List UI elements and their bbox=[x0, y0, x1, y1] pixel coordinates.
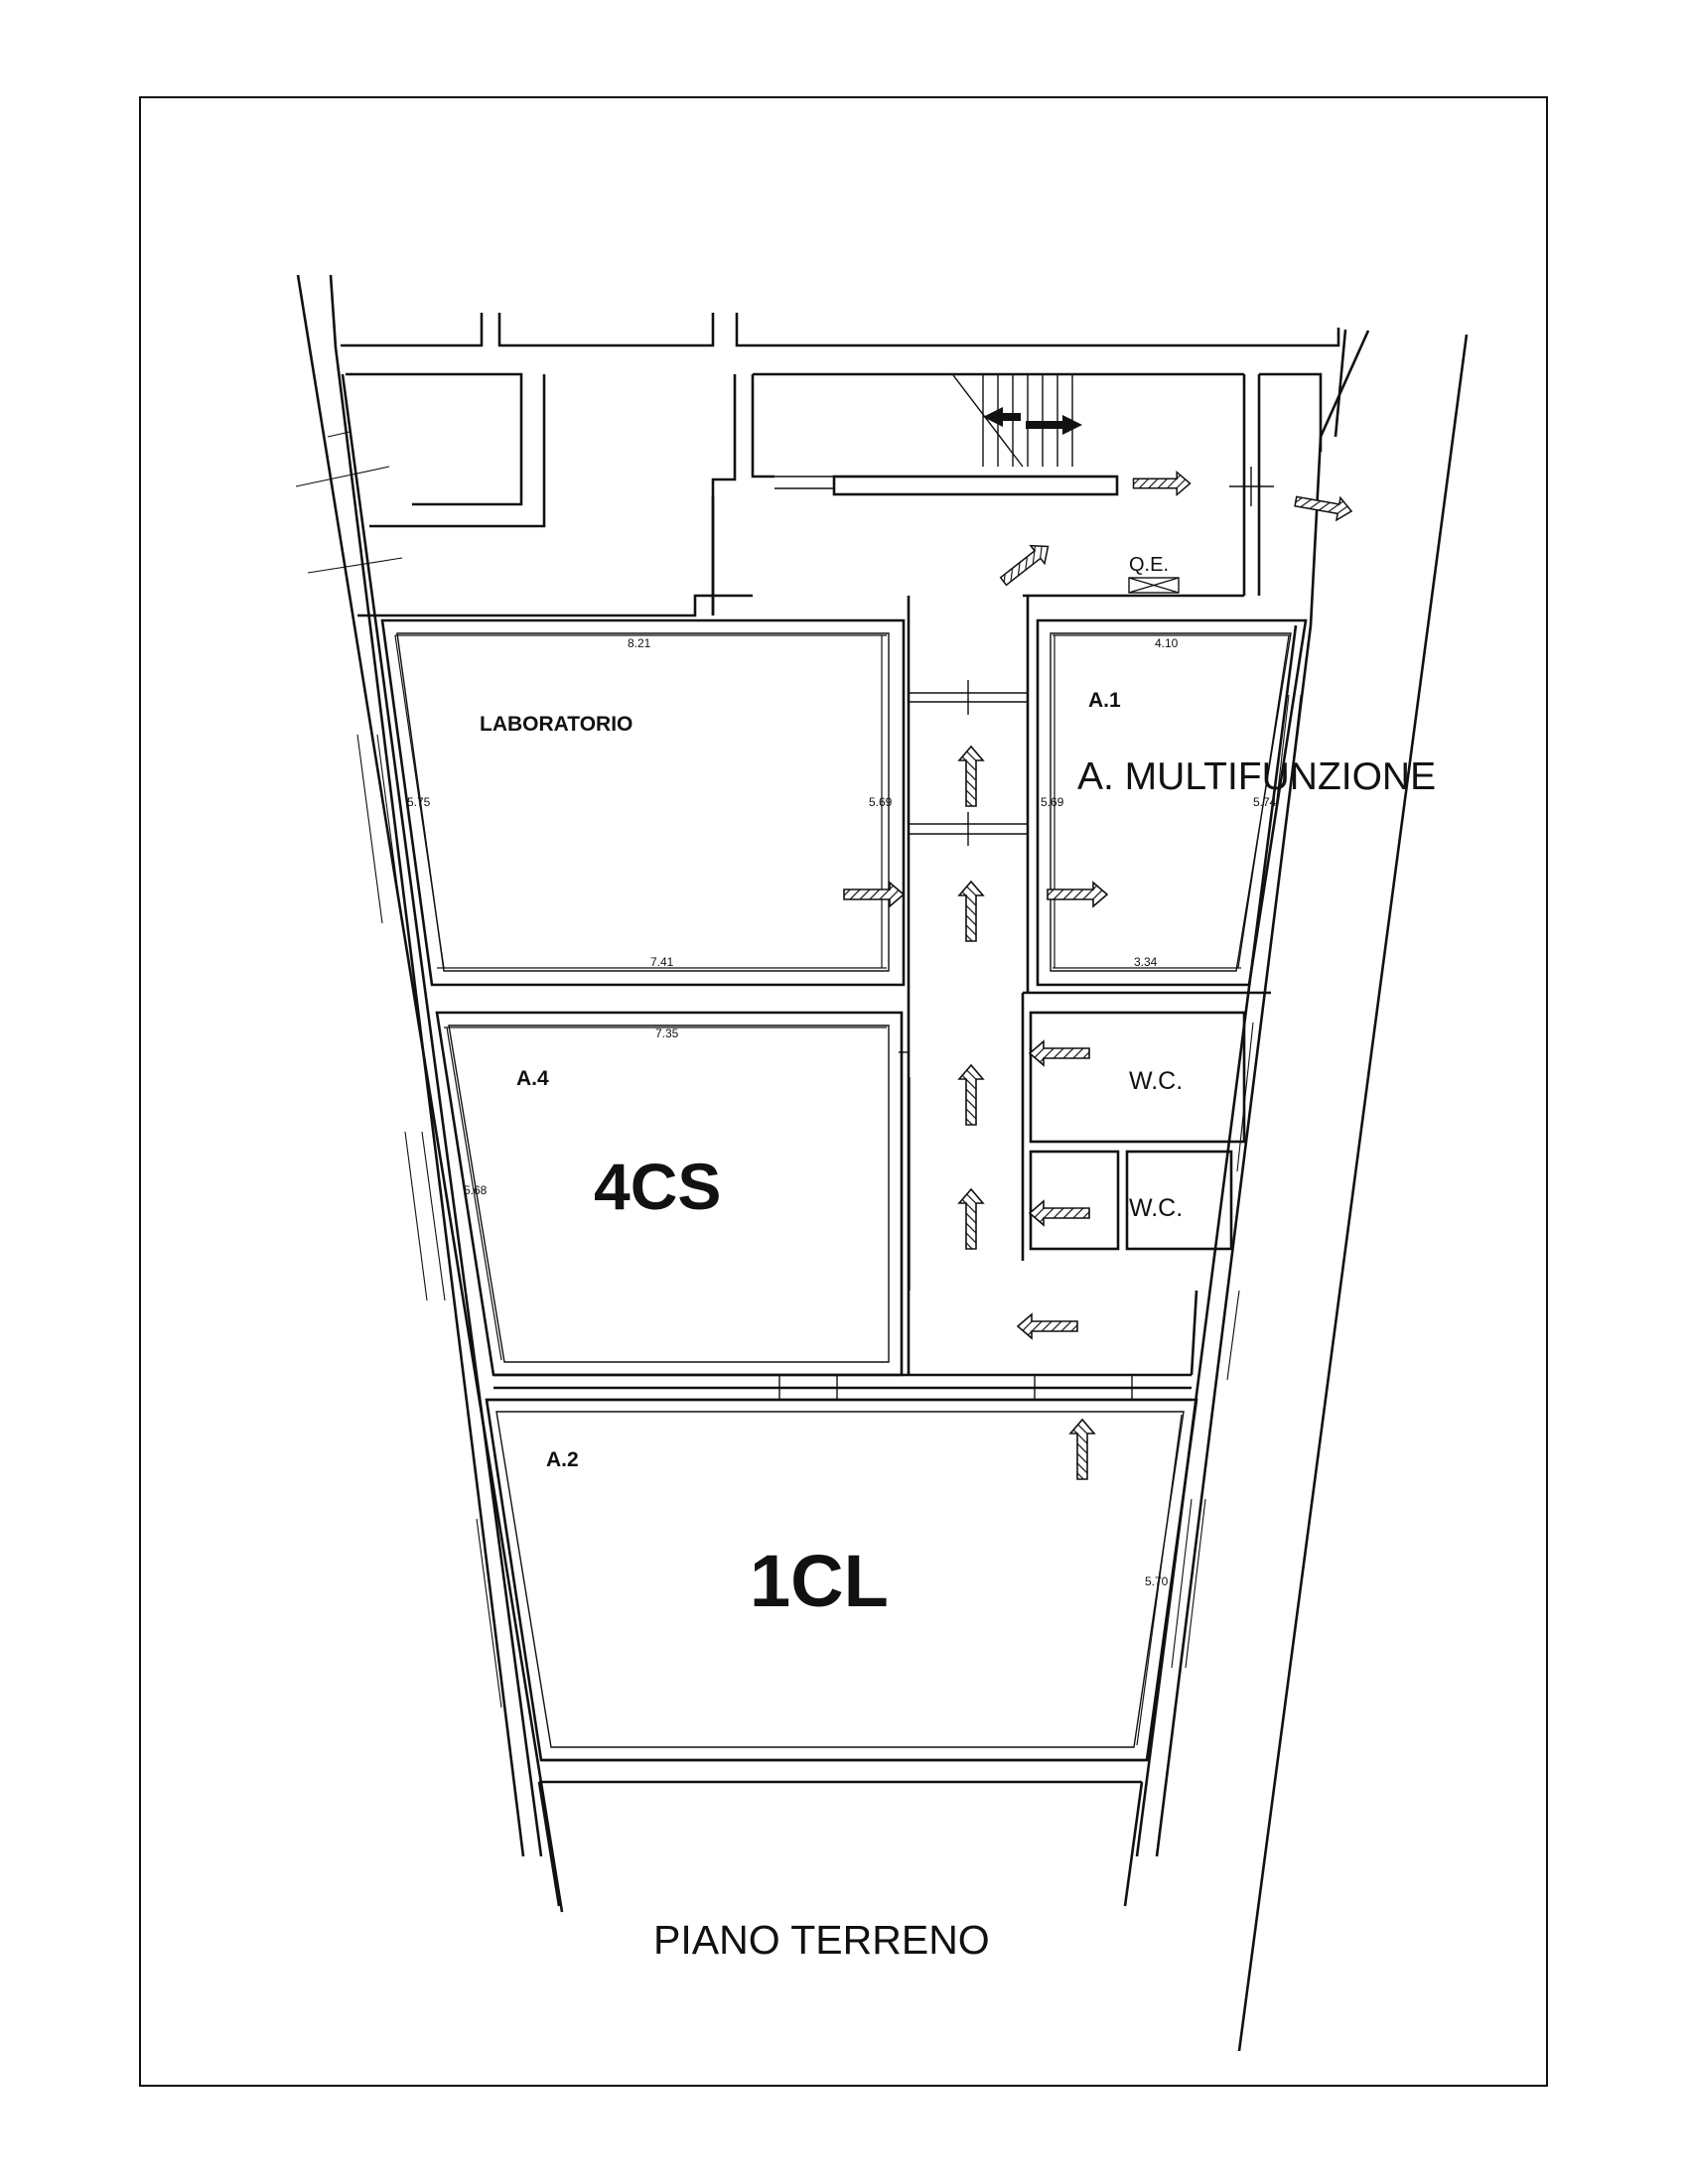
room-a1-code: A.1 bbox=[1088, 689, 1121, 712]
hatched-arrow-icon bbox=[1069, 1419, 1095, 1480]
hatched-arrow-icon bbox=[1029, 1200, 1090, 1226]
hatched-arrow-icon bbox=[843, 882, 905, 907]
sheet-border bbox=[139, 96, 1548, 2087]
room-a1-inner bbox=[1050, 632, 1292, 972]
room-wc-2a bbox=[1029, 1150, 1120, 1251]
electrical-panel-label: Q.E. bbox=[1129, 554, 1169, 576]
room-wc-1-label: W.C. bbox=[1129, 1067, 1183, 1095]
room-wc-1 bbox=[1029, 1011, 1246, 1144]
corridor-walls bbox=[899, 596, 1030, 1375]
room-wc-2-label: W.C. bbox=[1129, 1194, 1183, 1222]
dimension-values: 8.21 7.41 5.75 5.69 4.10 3.34 5.69 5.74 … bbox=[407, 636, 1277, 1588]
dim-a2-right: 5.70 bbox=[1145, 1574, 1169, 1588]
top-rooms bbox=[341, 313, 1340, 617]
wc-block bbox=[1021, 991, 1271, 1261]
boundary-line-right bbox=[1237, 334, 1469, 2052]
hatched-arrow-icon bbox=[1293, 489, 1354, 523]
boundary-line-left bbox=[296, 274, 564, 1913]
dimension-lines bbox=[394, 634, 1291, 1746]
bottom-courtyard bbox=[537, 1758, 1147, 1907]
room-a1-walls bbox=[1036, 618, 1308, 987]
left-facade-windows bbox=[295, 431, 522, 1708]
dim-lab-top: 8.21 bbox=[628, 636, 651, 650]
room-wc-2b bbox=[1125, 1150, 1233, 1251]
hatched-arrow-icon bbox=[958, 1064, 984, 1126]
room-laboratorio-label: LABORATORIO bbox=[480, 713, 633, 736]
dim-a1-right: 5.74 bbox=[1253, 795, 1277, 809]
room-a2-code: A.2 bbox=[546, 1448, 579, 1471]
hatched-arrow-icon bbox=[1029, 1040, 1090, 1066]
dim-lab-bottom: 7.41 bbox=[650, 955, 674, 969]
hatched-arrow-icon bbox=[958, 746, 984, 807]
dim-a4-left: 5.68 bbox=[464, 1183, 488, 1197]
hatched-arrow-icon bbox=[958, 881, 984, 942]
escape-arrows bbox=[843, 471, 1354, 1480]
drawing-title: PIANO TERRENO bbox=[653, 1917, 990, 1963]
hatched-arrow-icon bbox=[958, 1188, 984, 1250]
dim-a1-bottom: 3.34 bbox=[1134, 955, 1158, 969]
electrical-panel-icon bbox=[1128, 577, 1180, 594]
dim-lab-right: 5.69 bbox=[869, 795, 893, 809]
hatched-arrow-icon bbox=[1017, 1313, 1078, 1339]
hatched-arrow-icon bbox=[995, 536, 1056, 592]
room-a4-inner bbox=[448, 1024, 890, 1363]
hatched-arrow-icon bbox=[1047, 882, 1108, 907]
room-a4-class-label: 4CS bbox=[594, 1150, 721, 1223]
hatched-arrow-icon bbox=[1132, 471, 1192, 496]
room-a2-inner bbox=[495, 1411, 1185, 1748]
room-laboratorio-walls bbox=[380, 618, 906, 987]
dim-lab-left: 5.75 bbox=[407, 795, 431, 809]
room-a4-code: A.4 bbox=[516, 1067, 549, 1090]
corridor-bottom bbox=[487, 1290, 1198, 1402]
room-laboratorio-inner bbox=[396, 632, 890, 972]
right-facade-windows bbox=[1171, 694, 1302, 1669]
dim-a1-top: 4.10 bbox=[1155, 636, 1179, 650]
double-arrow-icon bbox=[983, 407, 1082, 435]
dim-a1-left: 5.69 bbox=[1041, 795, 1064, 809]
room-a2-class-label: 1CL bbox=[750, 1540, 889, 1622]
room-a1-name: A. MULTIFUNZIONE bbox=[1077, 755, 1436, 798]
dim-a4-top: 7.35 bbox=[655, 1026, 679, 1040]
